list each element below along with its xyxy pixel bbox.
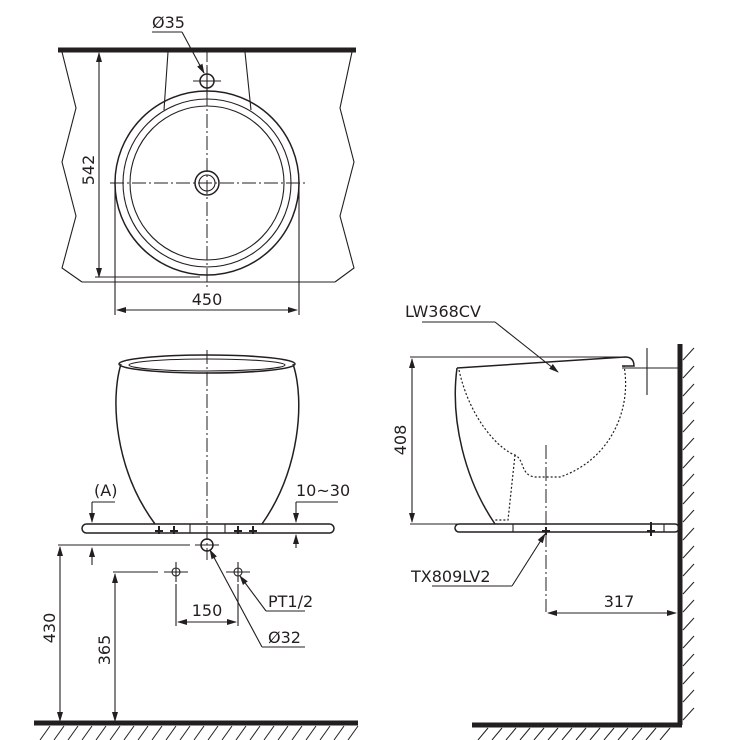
- fasteners: [155, 526, 257, 534]
- wall-distance-label: 317: [604, 592, 635, 611]
- side-view: 408 LW368CV TX809LV2 317: [391, 302, 695, 740]
- front-view: (A) 10~30 430 365 150 PT1/2: [34, 350, 359, 740]
- break-line-right: [334, 51, 355, 283]
- basin-rim-side: [456, 356, 635, 369]
- basin-model-label: LW368CV: [405, 302, 481, 321]
- basin-body-side: [454, 367, 496, 525]
- depth-label: 542: [79, 155, 98, 186]
- basin-body-left: [115, 363, 156, 525]
- counter-thickness-label: 10~30: [296, 481, 350, 500]
- supply-height-label: 365: [95, 635, 114, 666]
- basin-height-label: 408: [391, 425, 410, 456]
- basin-body-right: [261, 363, 300, 525]
- drain-model-label: TX809LV2: [410, 567, 491, 586]
- supply-thread-label: PT1/2: [268, 592, 313, 611]
- countertop-side: [454, 523, 680, 533]
- supply-spacing-label: 150: [192, 601, 223, 620]
- drain-diameter-label: Ø32: [268, 628, 301, 647]
- width-label: 450: [192, 290, 223, 309]
- top-view: Ø35 542 450: [58, 13, 356, 315]
- break-line-left: [61, 51, 83, 283]
- countertop: [81, 523, 335, 534]
- ref-a-label: (A): [94, 481, 117, 500]
- faucet-hole-label: Ø35: [152, 13, 185, 32]
- drain-height-label: 430: [40, 613, 59, 644]
